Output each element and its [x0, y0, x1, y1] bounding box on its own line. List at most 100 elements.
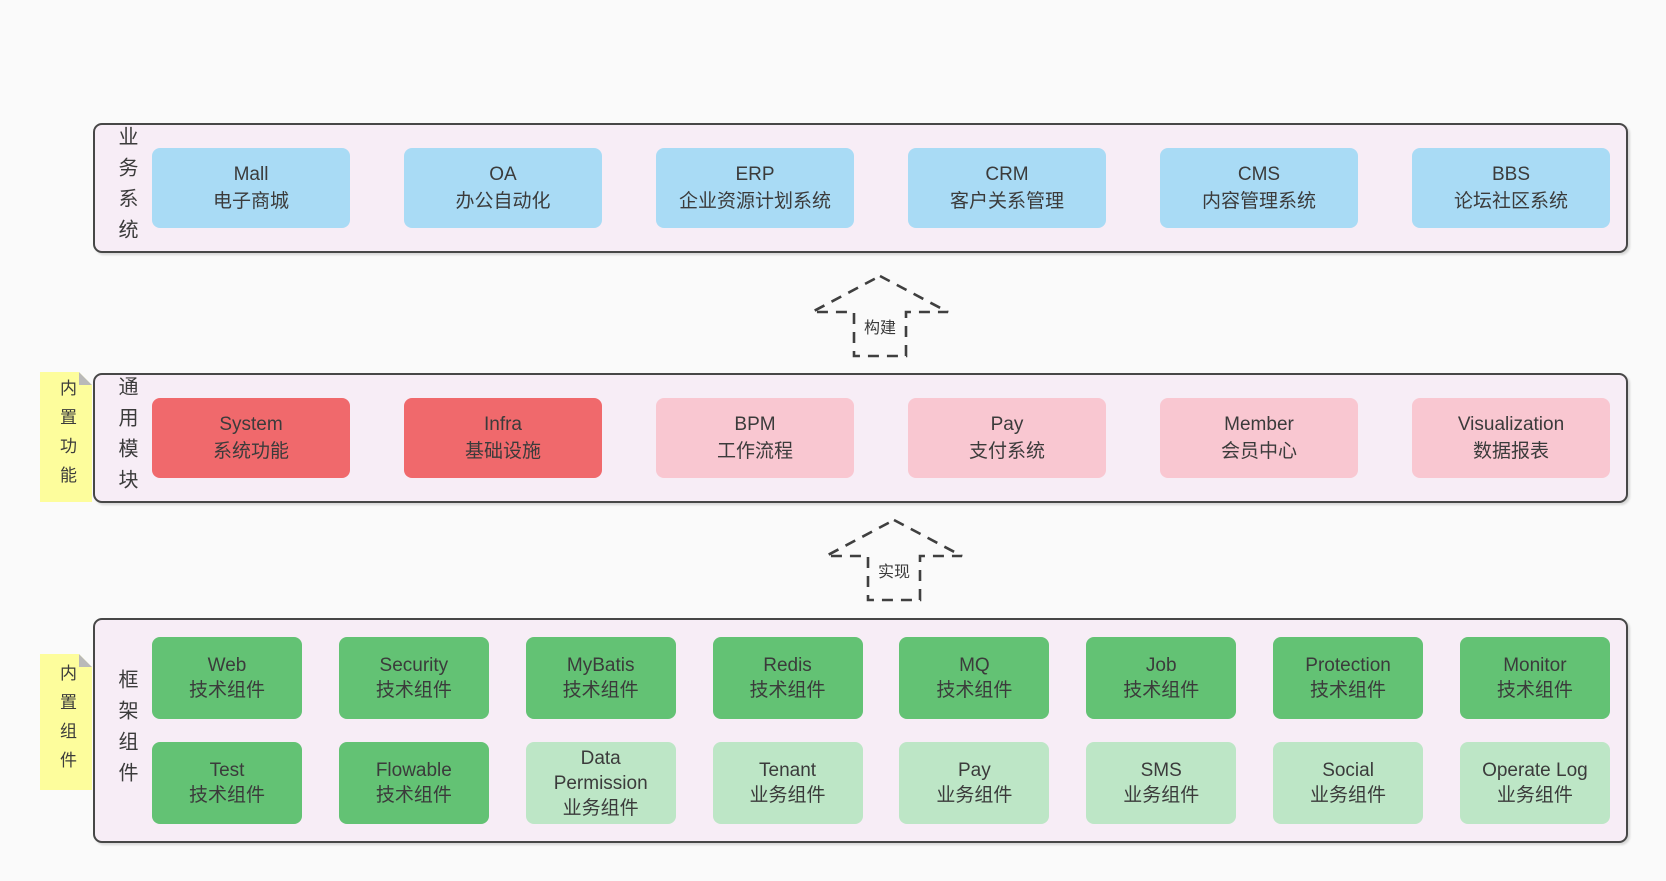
box-cms: CMS 内容管理系统 [1160, 148, 1358, 228]
box-mq: MQ 技术组件 [899, 637, 1050, 719]
box-subtitle: 基础设施 [464, 441, 541, 462]
dashed-up-arrow-icon [811, 274, 949, 358]
box-title: MQ [959, 655, 990, 676]
box-subtitle: 业务组件 [1123, 785, 1200, 806]
box-title: Data Permission [553, 747, 648, 794]
box-subtitle: 技术组件 [375, 680, 452, 701]
box-title: Tenant [759, 760, 817, 781]
box-subtitle: 技术组件 [936, 680, 1013, 701]
box-operate-log: Operate Log 业务组件 [1459, 742, 1610, 824]
business-boxes: Mall 电子商城 OA 办公自动化 ERP 企业资源计划系统 CRM 客户关系… [152, 125, 1610, 251]
box-visualization: Visualization 数据报表 [1412, 398, 1610, 478]
box-subtitle: 论坛社区系统 [1453, 191, 1568, 212]
box-title: Test [209, 760, 245, 781]
box-subtitle: 系统功能 [212, 441, 289, 462]
box-mall: Mall 电子商城 [152, 148, 350, 228]
box-tenant: Tenant 业务组件 [712, 742, 863, 824]
box-title: Visualization [1457, 414, 1565, 435]
build-arrow-label: 构建 [860, 314, 900, 338]
note-text: 内置组件 [57, 664, 76, 780]
box-data-permission: Data Permission 业务组件 [525, 742, 676, 824]
box-infra: Infra 基础设施 [404, 398, 602, 478]
box-title: Member [1224, 414, 1294, 435]
box-subtitle: 业务组件 [936, 785, 1013, 806]
box-subtitle: 办公自动化 [455, 191, 551, 212]
box-title: Pay [990, 414, 1024, 435]
box-pay: Pay 支付系统 [908, 398, 1106, 478]
box-monitor: Monitor 技术组件 [1459, 637, 1610, 719]
box-subtitle: 技术组件 [188, 785, 265, 806]
box-title: MyBatis [566, 655, 635, 676]
box-bpm: BPM 工作流程 [656, 398, 854, 478]
box-protection: Protection 技术组件 [1273, 637, 1424, 719]
box-subtitle: 技术组件 [1123, 680, 1200, 701]
note-builtin-features: 内置功能 [40, 372, 92, 502]
module-boxes: System 系统功能 Infra 基础设施 BPM 工作流程 Pay 支付系统… [152, 375, 1610, 501]
box-subtitle: 支付系统 [968, 441, 1045, 462]
box-system: System 系统功能 [152, 398, 350, 478]
layer-label-framework: 框架组件 [115, 668, 137, 793]
box-title: Job [1145, 655, 1177, 676]
box-title: Redis [763, 655, 812, 676]
box-sms: SMS 业务组件 [1086, 742, 1237, 824]
layer-label-business: 业务系统 [115, 126, 137, 250]
box-bbs: BBS 论坛社区系统 [1412, 148, 1610, 228]
box-title: Security [379, 655, 449, 676]
box-subtitle: 技术组件 [1310, 680, 1387, 701]
layer-label-modules: 通用模块 [115, 376, 137, 500]
note-text: 内置功能 [57, 379, 76, 495]
implement-arrow-label: 实现 [874, 558, 914, 582]
box-subtitle: 工作流程 [716, 441, 793, 462]
box-subtitle: 数据报表 [1472, 441, 1549, 462]
box-subtitle: 业务组件 [1310, 785, 1387, 806]
box-title: Mall [233, 164, 269, 185]
layer-common-modules: 通用模块 System 系统功能 Infra 基础设施 BPM 工作流程 Pay… [93, 373, 1628, 503]
box-title: BPM [734, 414, 776, 435]
box-title: Web [207, 655, 247, 676]
box-subtitle: 业务组件 [1496, 785, 1573, 806]
box-oa: OA 办公自动化 [404, 148, 602, 228]
box-title: OA [489, 164, 517, 185]
box-title: ERP [735, 164, 775, 185]
note-builtin-components: 内置组件 [40, 654, 92, 790]
box-flowable: Flowable 技术组件 [338, 742, 489, 824]
box-subtitle: 技术组件 [375, 785, 452, 806]
box-subtitle: 会员中心 [1220, 441, 1297, 462]
layer-business-systems: 业务系统 Mall 电子商城 OA 办公自动化 ERP 企业资源计划系统 CRM… [93, 123, 1628, 253]
box-title: BBS [1491, 164, 1531, 185]
box-security: Security 技术组件 [338, 637, 489, 719]
box-web: Web 技术组件 [152, 637, 302, 719]
box-job: Job 技术组件 [1086, 637, 1237, 719]
layer-framework-components: 框架组件 Web 技术组件 Security 技术组件 MyBatis 技术组件… [93, 618, 1628, 843]
box-title: Social [1322, 760, 1374, 781]
box-subtitle: 业务组件 [749, 785, 826, 806]
box-member: Member 会员中心 [1160, 398, 1358, 478]
box-social: Social 业务组件 [1273, 742, 1424, 824]
box-pay-biz: Pay 业务组件 [899, 742, 1050, 824]
box-subtitle: 技术组件 [188, 680, 265, 701]
box-subtitle: 技术组件 [1496, 680, 1573, 701]
box-title: CMS [1237, 164, 1281, 185]
box-title: System [219, 414, 283, 435]
build-arrow: 构建 [810, 273, 950, 358]
box-title: Infra [483, 414, 523, 435]
framework-boxes: Web 技术组件 Security 技术组件 MyBatis 技术组件 Redi… [152, 620, 1610, 841]
box-title: CRM [985, 164, 1029, 185]
box-title: Pay [958, 760, 991, 781]
box-redis: Redis 技术组件 [712, 637, 863, 719]
box-test: Test 技术组件 [152, 742, 302, 824]
box-title: Operate Log [1482, 760, 1588, 781]
implement-arrow: 实现 [824, 517, 964, 602]
box-mybatis: MyBatis 技术组件 [525, 637, 676, 719]
box-erp: ERP 企业资源计划系统 [656, 148, 854, 228]
box-subtitle: 技术组件 [562, 680, 639, 701]
box-title: SMS [1140, 760, 1182, 781]
box-subtitle: 技术组件 [749, 680, 826, 701]
box-subtitle: 业务组件 [562, 797, 639, 819]
box-title: Flowable [375, 760, 452, 781]
box-subtitle: 客户关系管理 [949, 191, 1064, 212]
box-crm: CRM 客户关系管理 [908, 148, 1106, 228]
box-subtitle: 内容管理系统 [1201, 191, 1316, 212]
box-title: Monitor [1503, 655, 1567, 676]
